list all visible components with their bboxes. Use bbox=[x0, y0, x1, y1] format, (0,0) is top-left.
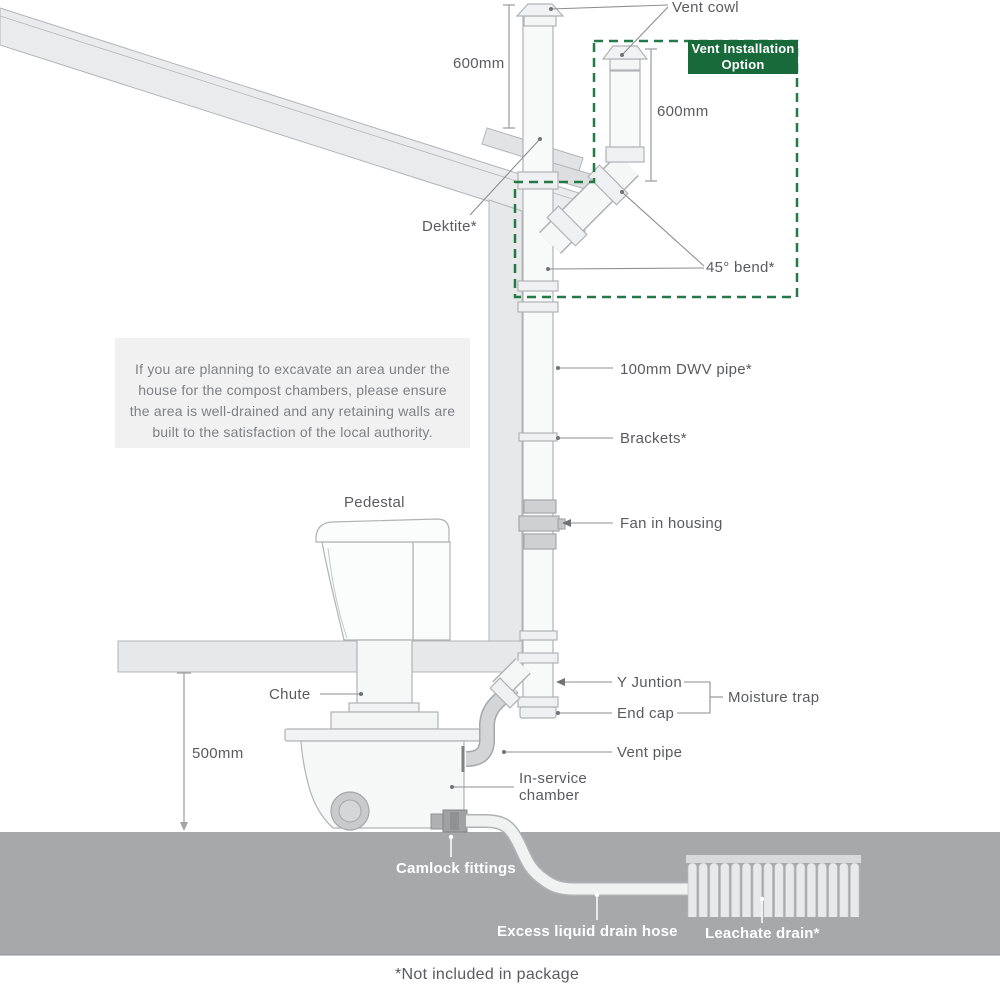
y-junction-fitting bbox=[517, 652, 559, 664]
dwv-pipe-label: 100mm DWV pipe* bbox=[620, 361, 753, 378]
dektite-label: Dektite* bbox=[422, 218, 477, 235]
camlock-fittings-label: Camlock fittings bbox=[396, 860, 516, 877]
pedestal-toilet bbox=[315, 518, 451, 641]
bend-45-label: 45° bend* bbox=[706, 259, 775, 276]
leader-lines bbox=[320, 4, 723, 789]
dim-500-label: 500mm bbox=[192, 745, 244, 762]
drain-hose bbox=[466, 814, 688, 896]
badge-line2: Option bbox=[721, 57, 765, 72]
dimension-lines bbox=[177, 4, 657, 831]
in-service-chamber-label: In-service chamber bbox=[519, 770, 588, 805]
fan-housing bbox=[518, 499, 566, 550]
fan-in-housing-label: Fan in housing bbox=[620, 515, 723, 532]
roof bbox=[0, 7, 586, 233]
chute bbox=[348, 639, 420, 713]
end-cap-label: End cap bbox=[617, 705, 675, 722]
vent-cowl-option bbox=[601, 45, 649, 71]
leachate-drain bbox=[686, 855, 861, 917]
dim-600-main-label: 600mm bbox=[453, 55, 505, 72]
excess-drain-hose-label: Excess liquid drain hose bbox=[497, 923, 678, 940]
vent-cowl-main bbox=[515, 3, 565, 27]
footnote: *Not included in package bbox=[395, 966, 580, 983]
y-junction-label: Y Juntion bbox=[617, 674, 682, 691]
in-service-chamber bbox=[284, 711, 484, 831]
vent-option-assembly bbox=[539, 45, 649, 254]
house-wall bbox=[488, 199, 523, 642]
vent-pipe-label: Vent pipe bbox=[617, 744, 683, 761]
vent-cowl-label: Vent cowl bbox=[672, 0, 739, 16]
dwv-pipe bbox=[489, 3, 566, 719]
y-branch bbox=[489, 658, 531, 709]
excavation-note: If you are planning to excavate an area … bbox=[115, 338, 470, 448]
leachate-drain-label: Leachate drain* bbox=[705, 925, 820, 942]
vent-installation-option-badge: Vent Installation Option bbox=[688, 40, 798, 74]
moisture-trap-label: Moisture trap bbox=[728, 689, 820, 706]
brackets-label: Brackets* bbox=[620, 430, 687, 447]
white-leader-lines bbox=[448, 834, 765, 923]
pedestal-label: Pedestal bbox=[344, 494, 405, 511]
badge-line1: Vent Installation bbox=[691, 40, 795, 56]
pipe-bracket bbox=[518, 432, 558, 442]
camlock-fitting bbox=[430, 809, 468, 833]
chute-label: Chute bbox=[269, 686, 311, 703]
house-floor bbox=[117, 640, 523, 673]
end-cap-fitting bbox=[519, 706, 557, 719]
dim-600-option-label: 600mm bbox=[657, 103, 709, 120]
